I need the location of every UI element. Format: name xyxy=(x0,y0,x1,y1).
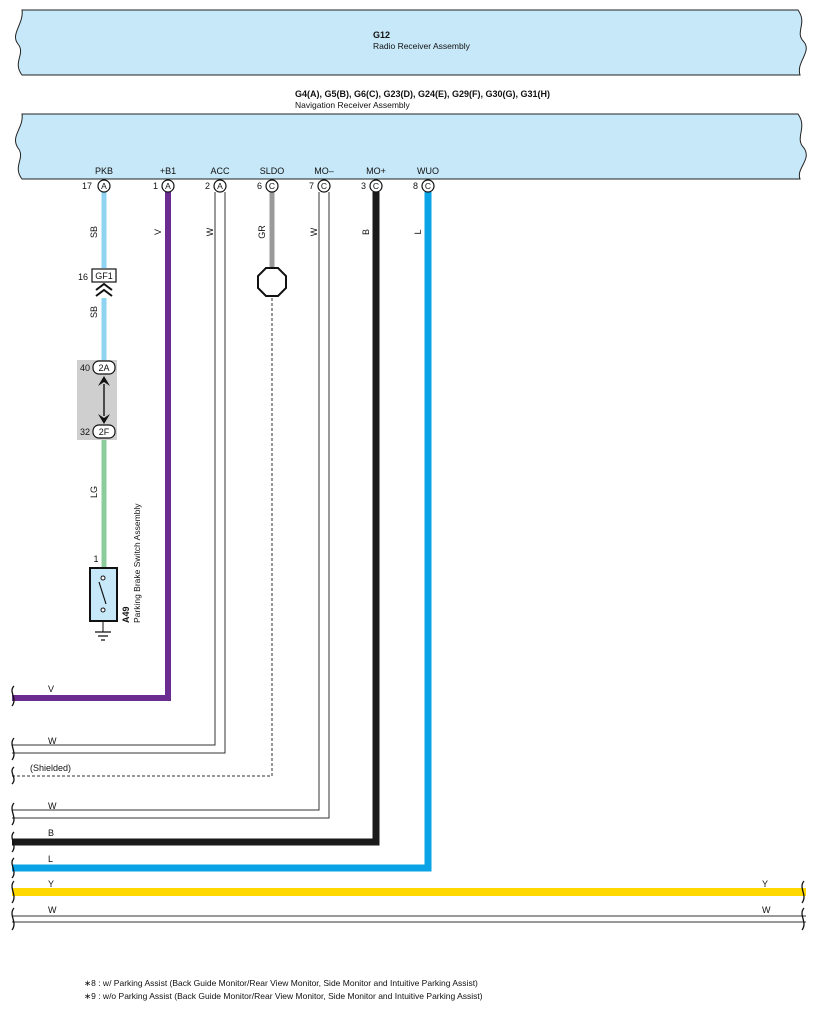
break-mark-left-6 xyxy=(11,857,15,879)
junction-bottom-num: 32 xyxy=(80,427,90,437)
wire-label-mo-plus: B xyxy=(361,229,371,235)
junction-arrow-up-icon xyxy=(98,376,110,386)
wire-label-pkb-2: SB xyxy=(89,306,99,318)
switch-lever-icon xyxy=(98,581,107,605)
pin-connector-pkb xyxy=(97,179,111,193)
bottom-label-y-left: Y xyxy=(48,879,54,889)
bottom-label-b: B xyxy=(48,828,54,838)
bottom-label-w-right: W xyxy=(762,905,771,915)
gf1-chevron-icon xyxy=(95,282,113,297)
junction-top-connector xyxy=(92,360,116,375)
wire-wuo-l xyxy=(12,192,432,872)
switch-pin: 1 xyxy=(93,554,98,564)
switch-contact-top xyxy=(100,575,106,581)
break-mark-right-2 xyxy=(801,907,805,931)
pin-conn-acc: A xyxy=(217,181,223,191)
pin-num-sldo: 6 xyxy=(257,181,262,191)
pin-connector-mo-minus xyxy=(317,179,331,193)
wire-label-b1: V xyxy=(153,229,163,235)
break-mark-left-5 xyxy=(11,831,15,853)
bottom-label-l: L xyxy=(48,854,53,864)
gf1-num: 16 xyxy=(78,272,88,282)
pin-conn-sldo: C xyxy=(269,181,275,191)
wire-mo-plus-b xyxy=(12,192,380,846)
pin-conn-mo-minus: C xyxy=(321,181,327,191)
pin-conn-mo-plus: C xyxy=(373,181,379,191)
gf1-label: GF1 xyxy=(95,271,113,281)
footnote-2: ∗9 : w/o Parking Assist (Back Guide Moni… xyxy=(84,991,483,1001)
pin-num-mo-minus: 7 xyxy=(309,181,314,191)
break-mark-left-7 xyxy=(11,880,15,904)
switch-contact-bottom xyxy=(100,607,106,613)
break-mark-left-2 xyxy=(11,737,15,761)
break-mark-left-8 xyxy=(11,907,15,931)
pin-num-pkb: 17 xyxy=(82,181,92,191)
wire-shielded xyxy=(12,298,273,777)
wire-acc-w xyxy=(12,192,216,746)
bottom-label-shielded: (Shielded) xyxy=(30,763,71,773)
pin-num-acc: 2 xyxy=(205,181,210,191)
pin-num-b1: 1 xyxy=(153,181,158,191)
pin-connector-sldo xyxy=(265,179,279,193)
gf1-connector xyxy=(91,268,117,283)
pin-label-mo-minus: MO– xyxy=(314,166,334,176)
shield-octagon xyxy=(257,267,287,297)
pin-conn-wuo: C xyxy=(425,181,431,191)
pin-label-b1: +B1 xyxy=(160,166,176,176)
bottom-label-v: V xyxy=(48,684,54,694)
junction-bottom-connector xyxy=(92,424,116,439)
pin-label-wuo: WUO xyxy=(417,166,439,176)
wire-label-wuo: L xyxy=(413,229,423,234)
radio-receiver-assembly-band xyxy=(15,9,807,76)
junction-top-label: 2A xyxy=(98,363,109,373)
wire-acc-w-2 xyxy=(12,192,226,754)
radio-name: Radio Receiver Assembly xyxy=(373,41,471,51)
nav-connectors: G4(A), G5(B), G6(C), G23(D), G24(E), G29… xyxy=(295,89,550,99)
wire-mo-minus-w xyxy=(12,192,320,811)
pin-label-sldo: SLDO xyxy=(260,166,285,176)
wire-label-pkb: SB xyxy=(89,226,99,238)
pin-label-pkb: PKB xyxy=(95,166,113,176)
switch-name: Parking Brake Switch Assembly xyxy=(132,503,142,623)
navigation-receiver-assembly-band xyxy=(15,113,807,180)
junction-top-num: 40 xyxy=(80,363,90,373)
pin-num-mo-plus: 3 xyxy=(361,181,366,191)
nav-name: Navigation Receiver Assembly xyxy=(295,100,411,110)
break-mark-right-1 xyxy=(801,880,805,904)
pin-label-mo-plus: MO+ xyxy=(366,166,386,176)
pin-connector-wuo xyxy=(421,179,435,193)
break-mark-left-4 xyxy=(11,802,15,826)
switch-id: A49 xyxy=(121,606,131,623)
pin-conn-pkb: A xyxy=(101,181,107,191)
break-mark-left-1 xyxy=(11,685,15,707)
bottom-label-w-acc: W xyxy=(48,736,57,746)
pin-label-acc: ACC xyxy=(210,166,230,176)
break-mark-left-3 xyxy=(11,766,15,785)
bottom-label-w-left: W xyxy=(48,905,57,915)
bottom-label-w-mo: W xyxy=(48,801,57,811)
bottom-label-y-right: Y xyxy=(762,879,768,889)
pin-conn-b1: A xyxy=(165,181,171,191)
radio-id: G12 xyxy=(373,30,390,40)
wire-v xyxy=(12,192,171,701)
junction-bottom-label: 2F xyxy=(99,427,110,437)
pin-connector-mo-plus xyxy=(369,179,383,193)
wire-label-sldo: GR xyxy=(257,225,267,239)
pin-connector-b1 xyxy=(161,179,175,193)
wire-mo-minus-w-2 xyxy=(12,192,330,819)
ground-icon xyxy=(95,631,111,641)
wire-label-acc: W xyxy=(205,227,215,236)
wire-label-mo-minus: W xyxy=(309,227,319,236)
wire-label-pkb-lg: LG xyxy=(89,486,99,498)
junction-arrow-down-icon xyxy=(98,414,110,424)
pin-connector-acc xyxy=(213,179,227,193)
footnote-1: ∗8 : w/ Parking Assist (Back Guide Monit… xyxy=(84,978,478,988)
pin-num-wuo: 8 xyxy=(413,181,418,191)
